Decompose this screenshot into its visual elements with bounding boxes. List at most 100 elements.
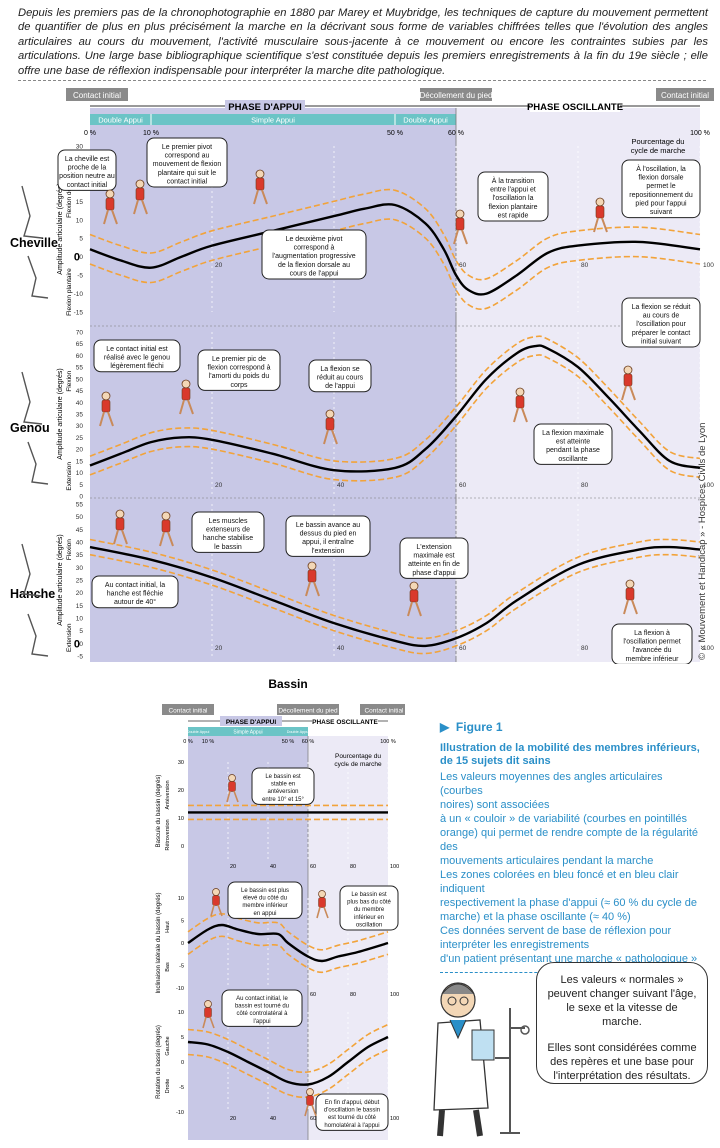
panel-cheville-annotation-2-line: contact initial: [167, 178, 208, 185]
percent-tick-50: 50 %: [387, 130, 403, 137]
pelvis-panel-2-y-tick: 5: [181, 919, 184, 925]
double-appui-1-label: Double Appui: [98, 116, 143, 125]
walker-figure-body: [325, 417, 335, 431]
panel-genou-corridor-lower: [89, 354, 701, 482]
cycle-label-line1: Pourcentage du: [632, 137, 685, 146]
panel-genou-limb-icon: [21, 371, 43, 425]
panel-genou-annotation-2-box: [197, 349, 281, 391]
simple-appui-label: Simple Appui: [251, 116, 295, 125]
walker-figure-head: [595, 197, 605, 207]
panel-cheville-x-tick: 60: [459, 262, 467, 269]
panel-genou-x-tick: 40: [337, 482, 345, 489]
pelvis-panel-3-y-tick: 5: [181, 1035, 184, 1041]
panel-hanche-y-tick: 20: [76, 590, 84, 597]
panel-genou-y-tick: 65: [76, 341, 84, 348]
walker-figure-body: [255, 177, 265, 191]
panel-hanche-annotation-2-line: dessus du pied en: [300, 531, 357, 538]
pelvis-panel-3-annotation-1-line: l'appui: [253, 1019, 270, 1025]
panel-cheville-annotation-1-box: [57, 149, 117, 191]
pelvis-panel-2-annotation-1-line: Le bassin est plus: [241, 888, 289, 894]
panel-hanche-annotation-3-line: phase d'appui: [412, 570, 456, 577]
support-bar: [90, 114, 456, 125]
walker-figure-body: [623, 373, 633, 387]
panel-hanche-y-tick: 15: [76, 603, 84, 610]
panel-hanche-annotation-4-line: hanche est fléchie: [107, 591, 164, 598]
panel-hanche-y-tick: 45: [76, 527, 84, 534]
panel-genou-annotation-4-line: La flexion se réduit: [632, 304, 691, 311]
pelvis-panel-3-y-tick: 0: [181, 1060, 184, 1066]
percent-tick-100: 100 %: [690, 130, 710, 137]
pelvis-panel-3-x-tick: 60: [310, 1116, 316, 1122]
panel-cheville-y-tick: -15: [74, 310, 84, 317]
walker-figure-head: [255, 169, 265, 179]
phase-oscillante-label: PHASE OSCILLANTE: [527, 102, 623, 113]
panel-hanche-annotation-2-box: [285, 515, 371, 557]
pelvis-phase-appui-bg: [220, 716, 282, 726]
walker-figure-legs: [99, 411, 114, 427]
panel-cheville-annotation-3-line: cours de l'appui: [290, 270, 339, 277]
walker-figure-legs: [159, 531, 174, 547]
walker-figure-body: [181, 387, 191, 401]
panel-cheville-annotation-2-line: correspond au: [165, 153, 210, 160]
panel-genou-ylabel: Amplitude articulaire (degrés): [57, 368, 64, 459]
figure-caption: ▶ Figure 1 Illustration de la mobilité d…: [440, 720, 706, 973]
panel-cheville-limb-icon: [27, 255, 49, 299]
pelvis-percent-tick-50: 50 %: [282, 739, 295, 745]
pelvis-panel-3-y-tick: -10: [176, 1110, 184, 1116]
pelvis-panel-2-annotation-2-box: [339, 885, 399, 931]
walker-figure-head: [409, 581, 419, 591]
pelvis-panel-2-annotation-1-line: élevé du côté du: [243, 896, 287, 902]
panel-hanche-annotation-4-line: autour de 40°: [114, 598, 156, 606]
panel-cheville-title: Cheville: [10, 236, 58, 250]
panel-cheville-annotation-4-line: l'oscillation la: [492, 195, 533, 202]
pelvis-panel-1-x-tick: 80: [350, 864, 356, 870]
panel-cheville-dir-top: Flexion dorsale: [66, 173, 73, 217]
pelvis-panel-3-y-tick: -5: [179, 1085, 184, 1091]
pelvis-panel-3-annotation-2-box: [315, 1093, 389, 1131]
panel-genou-annotation-2-line: corps: [230, 382, 248, 389]
panel-cheville-annotation-3-line: correspond à: [294, 245, 335, 252]
panel-hanche-annotation-1-line: hanche stabilise: [203, 535, 253, 542]
pelvis-panel-3-annotation-2-line: homolatéral à l'appui: [324, 1123, 379, 1129]
panel-cheville-corridor-upper: [89, 188, 701, 281]
panel-genou-annotation-4-line: au cours de: [643, 313, 680, 320]
panel-hanche-y-tick: 25: [76, 578, 84, 585]
walker-figure-head: [101, 391, 111, 401]
pelvis-panel-2-corridor-lower: [187, 935, 389, 974]
panel-genou-annotation-1-line: réalisé avec le genou: [104, 355, 170, 362]
panel-hanche-annotation-1-line: Les muscles: [209, 518, 248, 525]
panel-hanche-annotation-1-line: le bassin: [214, 544, 242, 551]
panel-hanche-y-tick: 50: [76, 514, 84, 521]
panel-hanche-zero-label: 0: [74, 638, 80, 650]
panel-genou-y-tick: 35: [76, 412, 84, 419]
panel-hanche-annotation-3-line: atteinte en fin de: [408, 561, 460, 568]
pelvis-title: Bassin: [268, 677, 307, 691]
walker-figure-legs: [253, 189, 268, 205]
panel-cheville-y-tick: 15: [76, 199, 84, 206]
walker-figure-legs: [593, 217, 608, 233]
panel-hanche-y-tick: -5: [77, 654, 83, 661]
panel-hanche-y-tick: 55: [76, 502, 84, 509]
pelvis-panel-3-ylabel: Rotation du bassin (degrés): [156, 1025, 162, 1099]
panel-genou-y-tick: 20: [76, 447, 84, 454]
pelvis-panel-2-annotation-2-line: inférieur en: [354, 915, 384, 921]
walker-figure-legs: [513, 407, 528, 423]
walker-figure-legs: [133, 199, 148, 215]
pelvis-walker-legs: [316, 906, 329, 919]
walker-figure-body: [307, 569, 317, 583]
panel-genou-annotation-5-line: oscillante: [558, 456, 587, 463]
doctor-illustration: [433, 982, 530, 1137]
walker-figure-head: [625, 579, 635, 589]
pelvis-panel-2-x-tick: 100: [390, 992, 399, 998]
pelvis-double-appui-1: Double Appui: [187, 730, 210, 734]
pelvis-panel-2-y-tick: 0: [181, 941, 184, 947]
panel-cheville-annotation-2-line: Le premier pivot: [162, 144, 212, 151]
panel-cheville-ylabel: Amplitude articulaire (degrés): [57, 183, 64, 274]
panel-cheville-annotation-1-line: contact initial: [67, 182, 108, 189]
panel-hanche-x-tick: 40: [337, 645, 345, 652]
panel-hanche-annotation-1-box: [191, 511, 265, 553]
panel-genou-y-tick: 40: [76, 400, 84, 407]
pelvis-cycle-label-1: Pourcentage du: [335, 753, 381, 760]
walker-figure-head: [455, 209, 465, 219]
panel-cheville-annotation-5-line: flexion dorsale: [638, 175, 683, 182]
